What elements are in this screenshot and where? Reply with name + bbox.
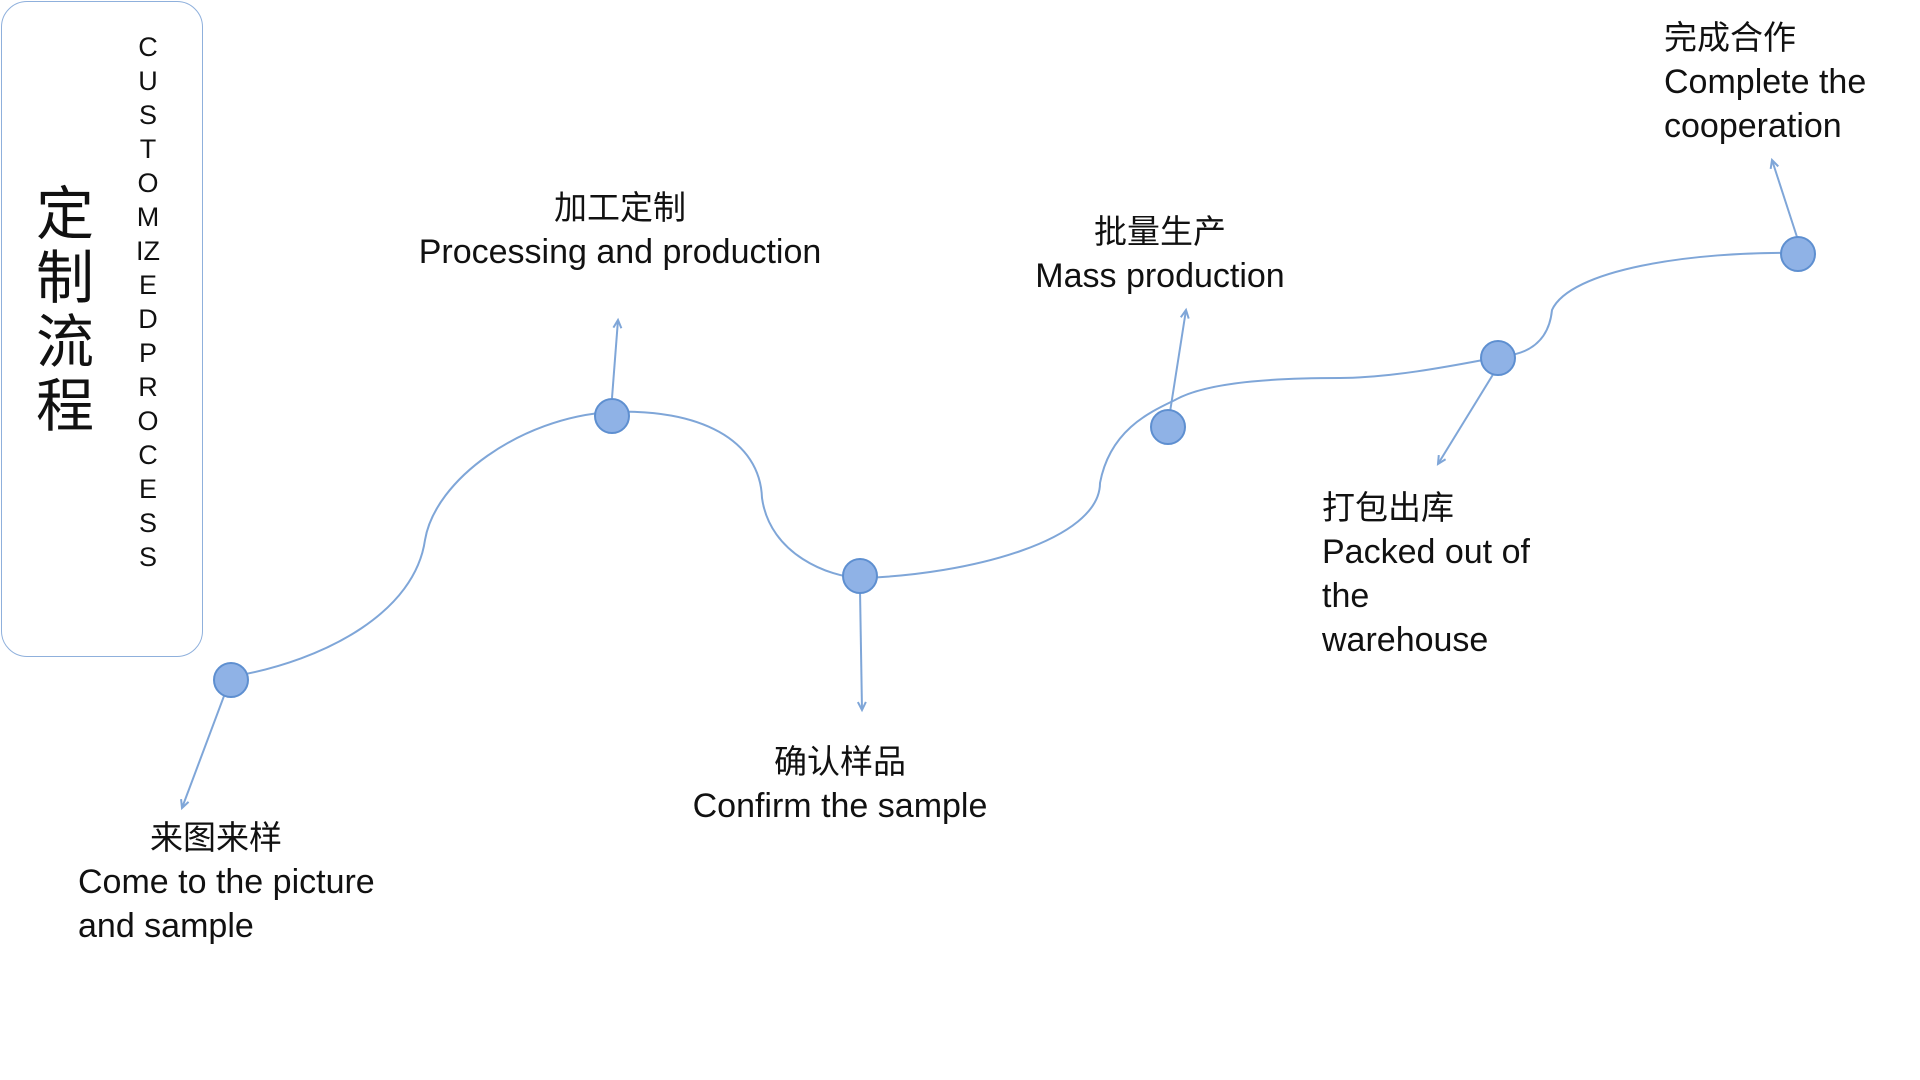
step-4-zh: 批量生产 <box>1094 212 1226 251</box>
node-step-5 <box>1480 340 1516 376</box>
label-step-4: 批量生产 Mass production <box>1000 210 1320 298</box>
label-step-6: 完成合作 Complete the cooperation <box>1664 16 1904 148</box>
step-3-en: Confirm the sample <box>692 787 988 825</box>
step-6-zh: 完成合作 <box>1664 18 1796 57</box>
step-5-en: Packed out of the warehouse <box>1322 533 1530 659</box>
step-2-en: Processing and production <box>418 233 822 271</box>
node-step-3 <box>842 558 878 594</box>
step-1-zh: 来图来样 <box>150 818 282 857</box>
node-step-6 <box>1780 236 1816 272</box>
label-step-5: 打包出库 Packed out of the warehouse <box>1322 486 1532 662</box>
label-step-2: 加工定制 Processing and production <box>360 186 880 274</box>
title-box: 定制流程 CUSTOMIZED PROCESS <box>1 1 203 657</box>
arrow-step-6 <box>1769 157 1798 238</box>
node-step-2 <box>594 398 630 434</box>
node-step-4 <box>1150 409 1186 445</box>
step-5-zh: 打包出库 <box>1322 488 1454 527</box>
step-6-en: Complete the cooperation <box>1664 63 1867 145</box>
step-1-en: Come to the picture and sample <box>78 863 375 945</box>
arrow-step-4 <box>1169 307 1190 413</box>
step-2-zh: 加工定制 <box>554 188 686 227</box>
arrow-step-3 <box>856 589 867 713</box>
node-step-1 <box>213 662 249 698</box>
label-step-3: 确认样品 Confirm the sample <box>640 740 1040 828</box>
process-curve <box>229 251 1801 678</box>
label-step-1: 来图来样 Come to the picture and sample <box>78 816 438 948</box>
title-english: CUSTOMIZED PROCESS <box>136 32 160 572</box>
step-3-zh: 确认样品 <box>774 742 906 781</box>
arrow-step-1 <box>180 679 231 811</box>
title-chinese: 定制流程 <box>35 180 94 440</box>
arrow-step-2 <box>611 317 623 399</box>
step-4-en: Mass production <box>1035 257 1285 295</box>
arrow-step-5 <box>1436 367 1498 466</box>
